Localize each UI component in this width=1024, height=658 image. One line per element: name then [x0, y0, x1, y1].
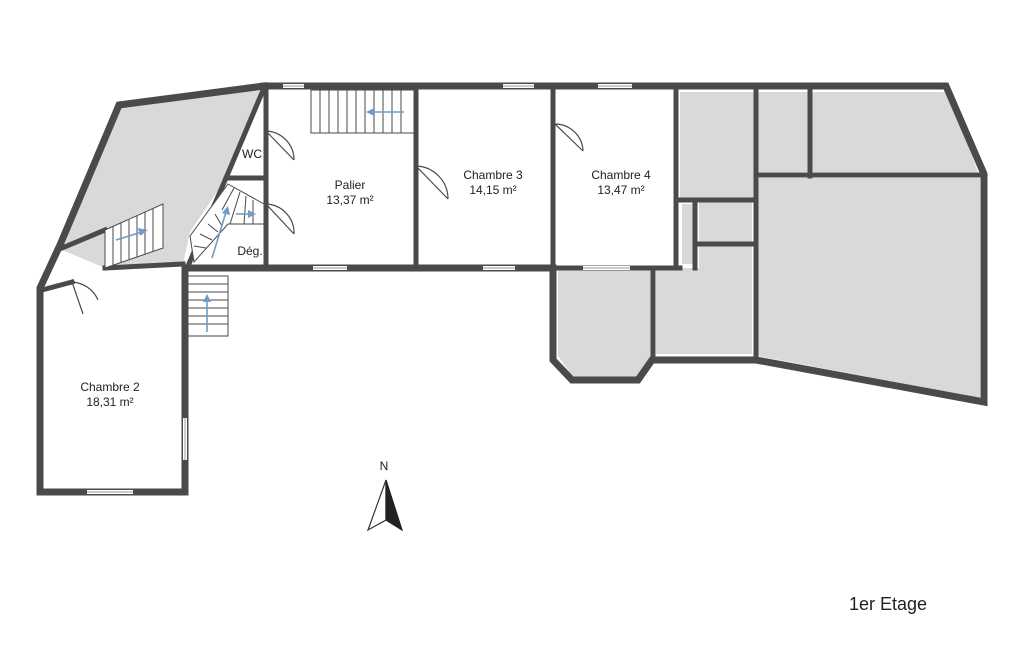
room-area: 13,37 m² [326, 193, 374, 207]
room-area: 18,31 m² [86, 395, 134, 409]
room-area: 14,15 m² [469, 183, 517, 197]
stairs-palier [310, 89, 415, 134]
stairs-lower [187, 275, 229, 337]
room-label-chambre2: Chambre 2 18,31 m² [80, 380, 139, 410]
room-label-deg: Dég. [237, 244, 262, 259]
windows [87, 84, 632, 494]
room-name: Chambre 2 [80, 380, 140, 394]
grey-zone-e5 [699, 202, 752, 242]
room-label-wc: WC [242, 147, 262, 162]
room-name: Chambre 3 [463, 168, 523, 182]
interior-walls [38, 84, 985, 361]
floor-title: 1er Etage [849, 594, 928, 614]
stairs-deg [189, 183, 265, 264]
stairs-left [104, 203, 164, 269]
grey-zone-e1 [680, 92, 754, 198]
room-label-chambre4: Chambre 4 13,47 m² [591, 168, 650, 198]
room-name: Chambre 4 [591, 168, 651, 182]
grey-zone-bay [558, 270, 651, 377]
room-name: Dég. [237, 244, 263, 258]
room-name: Palier [334, 178, 366, 192]
grey-zone-e7 [656, 246, 752, 354]
room-label-palier: Palier 13,37 m² [326, 178, 373, 208]
doors [71, 123, 584, 315]
grey-zone-left [62, 87, 264, 268]
outer-wall [36, 82, 988, 496]
grey-zone-e6 [682, 204, 693, 264]
compass-letter: N [379, 459, 389, 473]
grey-zone-e2 [758, 92, 808, 172]
grey-zone-e3 [812, 92, 978, 172]
room-label-chambre3: Chambre 3 14,15 m² [463, 168, 522, 198]
grey-zone-e4 [758, 178, 980, 398]
north-compass-icon [366, 479, 404, 532]
room-area: 13,47 m² [597, 183, 645, 197]
room-name: WC [242, 147, 262, 161]
